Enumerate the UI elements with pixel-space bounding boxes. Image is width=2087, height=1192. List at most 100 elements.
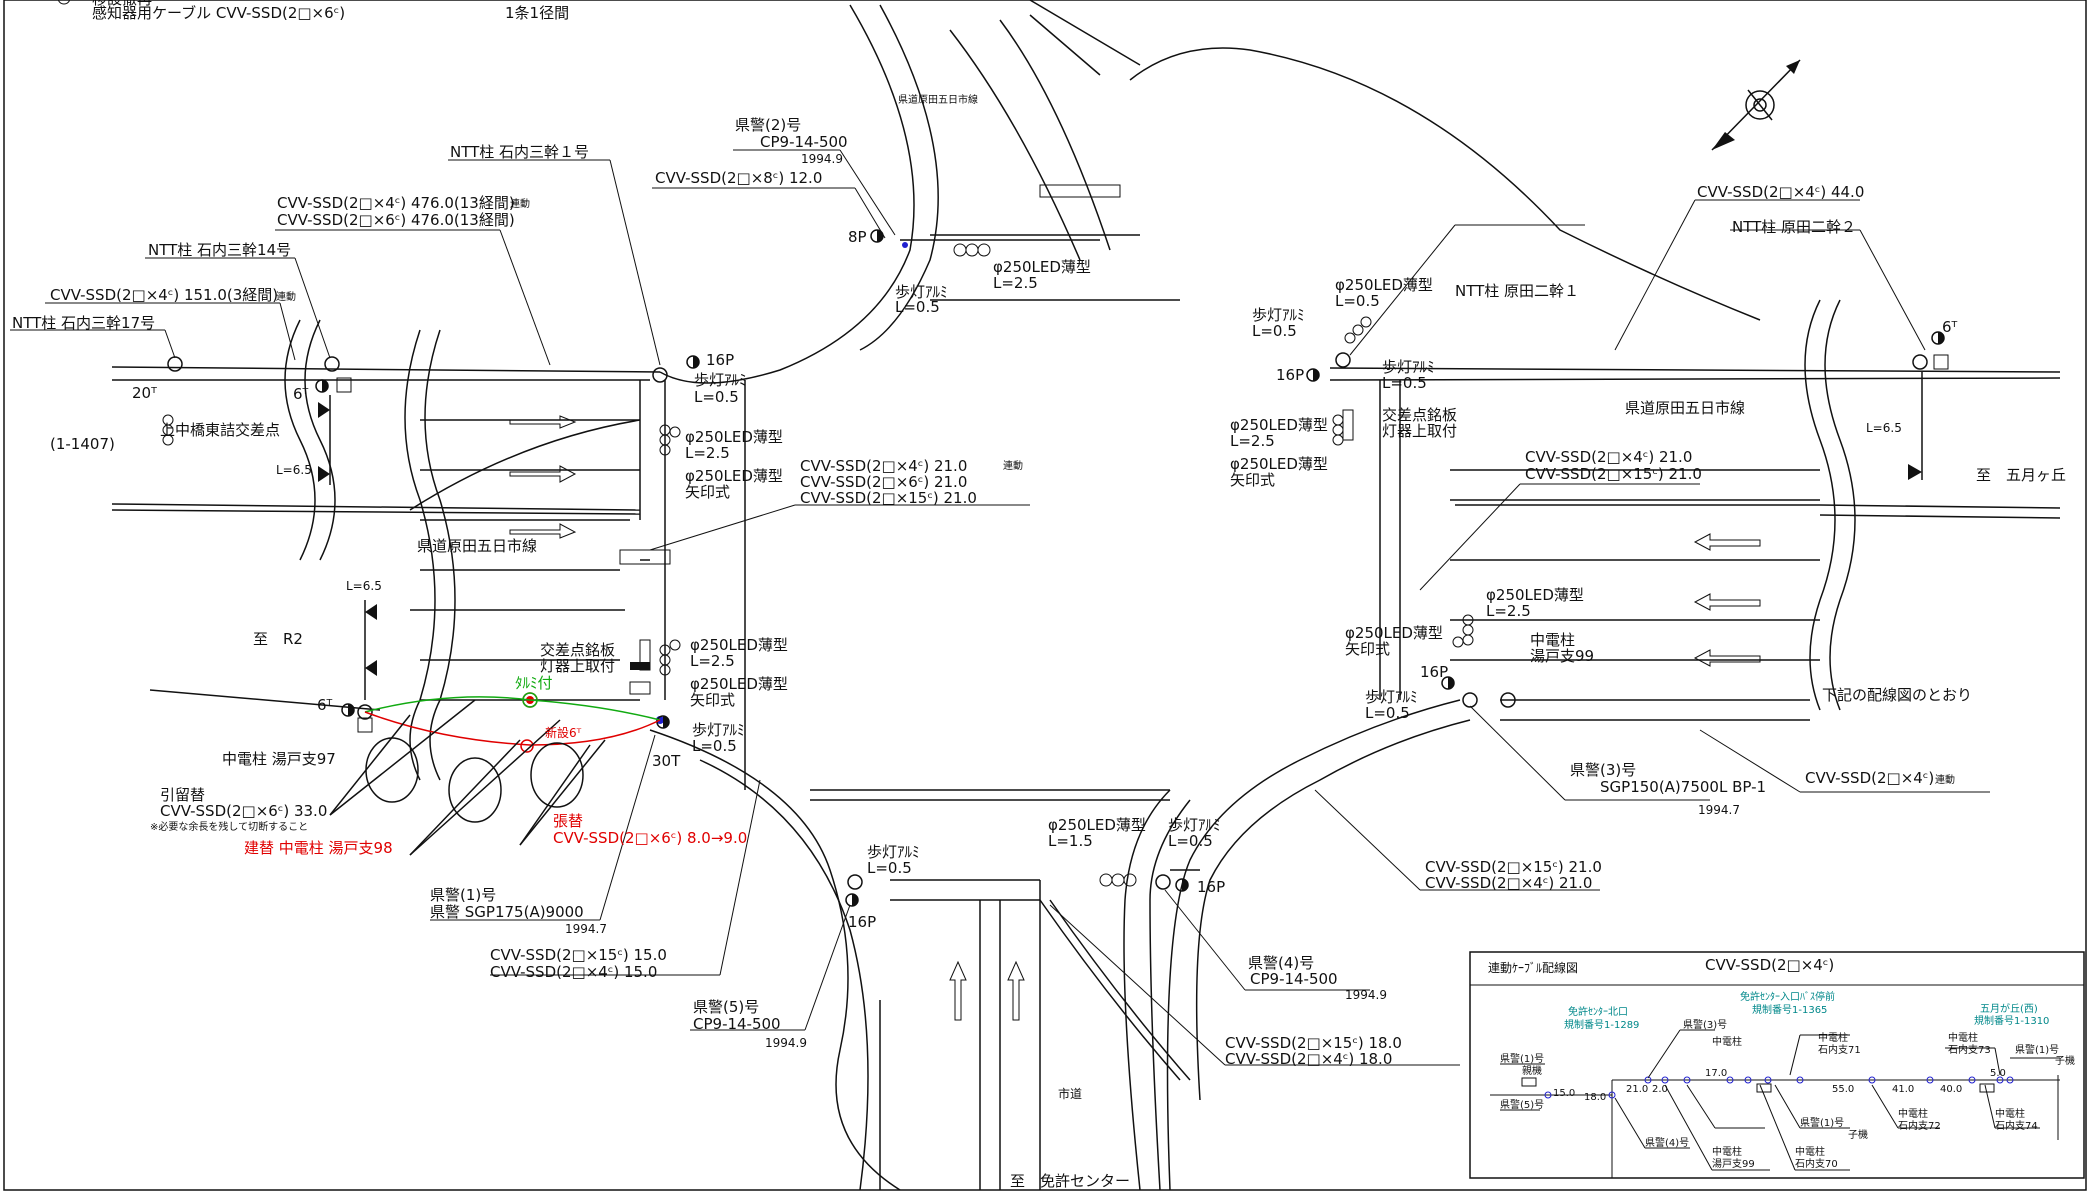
inset-chuden-c: 中電柱 [1948,1031,1978,1044]
road-network [111,0,2061,1191]
inset-k4: 県警(4)号 [1645,1136,1689,1149]
led-arrow-sw: 矢印式 [690,691,735,709]
led-arrow-nw-led: φ250LED薄型 [685,467,783,485]
k2-spec: CP9-14-500 [760,133,848,151]
cable-e21b: CVV-SSD(2□×15ᶜ) 21.0 [1525,465,1702,483]
inset-d410: 41.0 [1892,1084,1914,1095]
marker-16p-ne: 16P [1276,366,1304,384]
box-icon [336,377,352,393]
k4-title: 県警(4)号 [1248,954,1314,972]
l05-s: L=0.5 [867,859,912,877]
k5-date: 1994.9 [765,1036,807,1050]
page-border [3,0,2087,1191]
ped-sw: 歩灯ｱﾙﾐ [692,721,745,739]
renraku-label: 連動 [510,197,530,210]
l25-ne: L=2.5 [1230,432,1275,450]
pole-ntt1-icon [652,367,668,383]
box-icon [357,717,373,733]
inset-k1: 県警(1)号 [1500,1052,1544,1065]
west-road-label: 県道原田五日市線 [417,537,537,555]
l65-west: L=6.5 [276,463,312,477]
inset-kogata-a: 子機 [2055,1054,2075,1067]
hikidome-note: ※必要な余長を残して切断すること [150,820,308,833]
inset-d180: 18.0 [1584,1092,1606,1103]
leader-lines [10,149,1990,1066]
with-bracket-label: ﾀﾙﾐ付 [515,674,553,692]
to-satsukigaoka: 至 五月ヶ丘 [1976,466,2066,484]
cable-c151-label: CVV-SSD(2□×4ᶜ) 151.0(3経間) [50,286,278,304]
l05-ne-top: L=0.5 [1335,292,1380,310]
harada1-label: NTT柱 原田二幹１ [1455,282,1579,300]
cable-s21a: CVV-SSD(2□×15ᶜ) 21.0 [1425,858,1602,876]
ntt1-label: NTT柱 石内三幹１号 [450,143,589,161]
signal-k1-pole-icon [847,874,863,890]
pole-chuden99-icon [1500,692,1516,708]
ped-label: 歩灯ｱﾙﾐ [895,283,948,301]
inset-d150: 15.0 [1553,1088,1575,1099]
marker-6t-east: 6ᵀ [1942,318,1958,336]
cable-w15b: CVV-SSD(2□×4ᶜ) 15.0 [490,963,657,981]
nameplate-b-e: 灯器上取付 [1382,422,1457,440]
marker-16p-s: 16P [848,913,876,931]
ped-ne: 歩灯ｱﾙﾐ [1252,306,1305,324]
marker-6t-west: 6ᵀ [293,385,309,403]
led-ne: φ250LED薄型 [1335,276,1433,294]
cable-c21b: CVV-SSD(2□×6ᶜ) 21.0 [800,473,967,491]
l65-sw: L=6.5 [346,579,382,593]
signal-k4-pole-icon [1155,874,1171,890]
cable-s18a: CVV-SSD(2□×15ᶜ) 18.0 [1225,1034,1402,1052]
k1-spec: 県警 SGP175(A)9000 [430,903,584,921]
inset-k3: 県警(3)号 [1683,1018,1727,1031]
header-line2: 感知器用ケーブル CVV-SSD(2□×6ᶜ) [92,4,345,22]
l05-label: L=0.5 [895,298,940,316]
cable-c21a: CVV-SSD(2□×4ᶜ) 21.0 [800,457,967,475]
led-nw: φ250LED薄型 [685,428,783,446]
chuden97-label: 中電柱 湯戸支97 [222,750,336,768]
kamichu-a: 上中橋東詰交差点 [160,421,280,439]
restring-cable [364,711,661,746]
ped-ne2: 歩灯ｱﾙﾐ [1382,358,1435,376]
inset-g2-a: 免許ｾﾝﾀｰ入口ﾊﾞｽ停前 [1740,990,1835,1003]
marker-16p-e: 16P [1420,663,1448,681]
led-arrow-sw-led: φ250LED薄型 [690,675,788,693]
cable-e21a: CVV-SSD(2□×4ᶜ) 21.0 [1525,448,1692,466]
k5-title: 県警(5)号 [693,998,759,1016]
inset-chuden-a: 中電柱 [1712,1035,1742,1048]
inset-yudo99: 湯戸支99 [1712,1157,1755,1170]
l65-east: L=6.5 [1866,421,1902,435]
marker-20t: 20ᵀ [132,384,157,402]
cable-c21c: CVV-SSD(2□×15ᶜ) 21.0 [800,489,977,507]
cable-c12-label: CVV-SSD(2□×8ᶜ) 12.0 [655,169,822,187]
inset-d20: 2.0 [1652,1084,1668,1095]
l15-s: L=1.5 [1048,832,1093,850]
marker-16p-nw: 16P [706,351,734,369]
marker-6t-sw: 6ᵀ [317,696,333,714]
nameplate-a-e: 交差点銘板 [1382,406,1457,424]
led-arrow-e-led: φ250LED薄型 [1345,624,1443,642]
cable-s21b: CVV-SSD(2□×4ᶜ) 21.0 [1425,874,1592,892]
inset-g3-b: 規制番号1-1310 [1974,1014,2049,1027]
header-line1: 移設撤再 [92,0,152,8]
inset-cable: CVV-SSD(2□×4ᶜ) [1705,956,1834,974]
inset-chuden-d: 中電柱 [1898,1107,1928,1120]
inset-g1-a: 免許ｾﾝﾀｰ北口 [1568,1005,1628,1018]
k3-date: 1994.7 [1698,803,1740,817]
renraku-label: 連動 [276,290,296,303]
arrow-east-icon [509,415,577,429]
nameplate-a-w: 交差点銘板 [540,641,615,659]
inset-d550: 55.0 [1832,1084,1854,1095]
k2-date: 1994.9 [801,152,843,166]
led-label: φ250LED薄型 [993,258,1091,276]
pole-chuden97-icon [357,704,373,720]
hikidome-label: 引留替 [160,786,205,804]
k1-title: 県警(1)号 [430,886,496,904]
arrow-west-icon [1693,649,1761,667]
header: 移設撤再 感知器用ケーブル CVV-SSD(2□×6ᶜ) 1条1径間 [57,0,569,22]
arrow-east-icon [509,523,577,539]
inset-title: 連動ｹｰﾌﾞﾙ配線図 [1488,960,1578,975]
pole-harada2-icon [1912,354,1928,370]
restring-cable: CVV-SSD(2□×6ᶜ) 8.0→9.0 [553,829,747,847]
haiisen-note: 下記の配線図のとおり [1822,686,1972,704]
cable-changes [329,549,671,856]
cable-c476b-label: CVV-SSD(2□×6ᶜ) 476.0(13経間) [277,211,515,229]
